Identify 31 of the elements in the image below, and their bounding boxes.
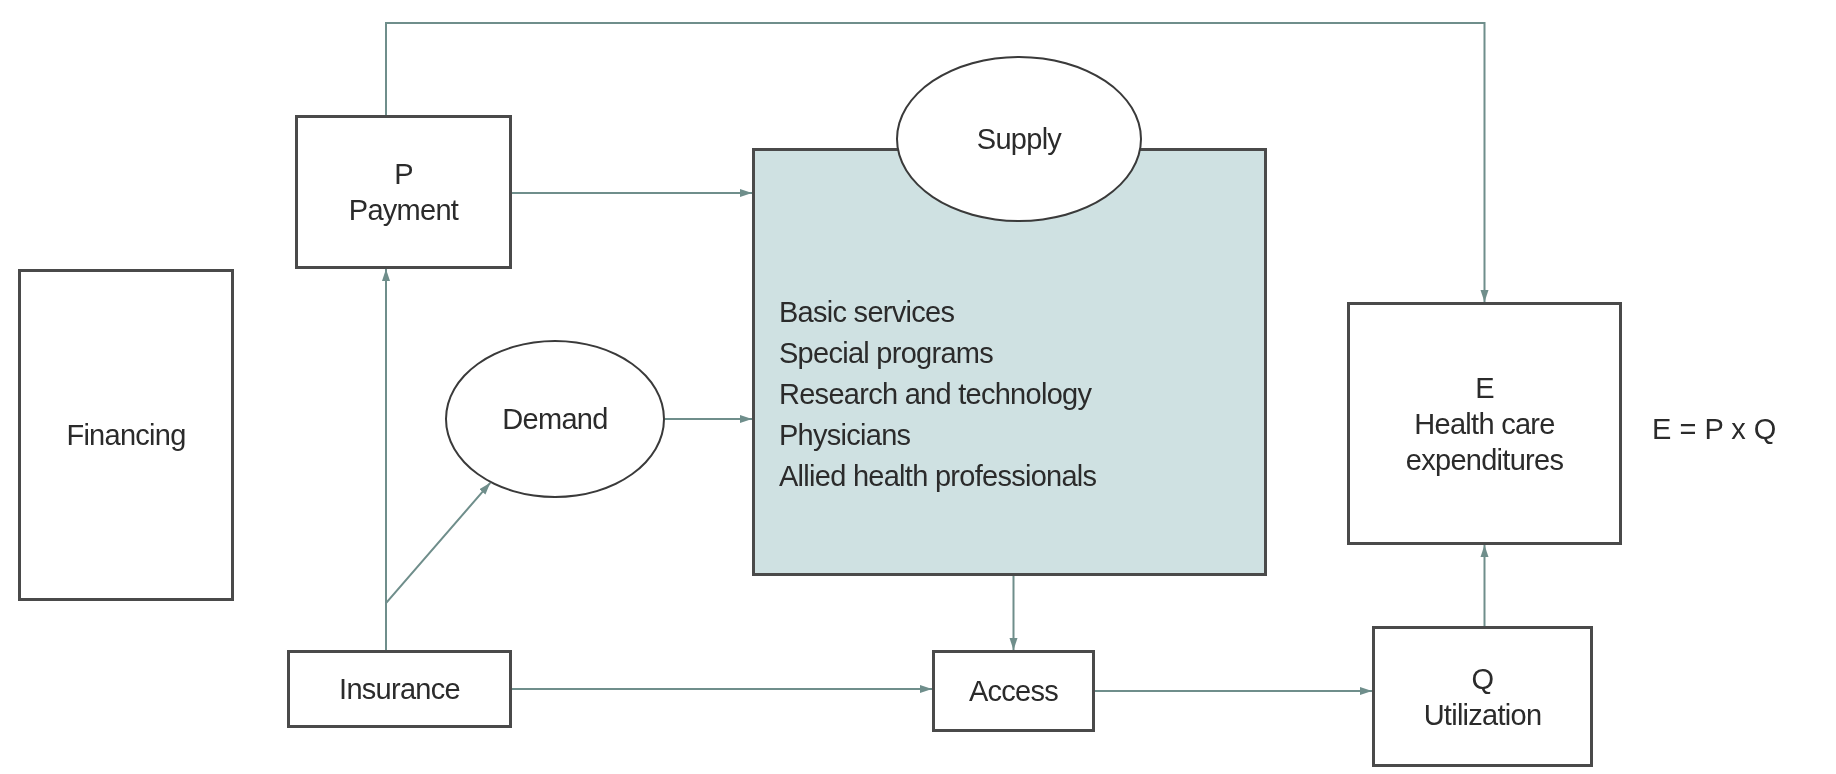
- formula-text: E = P x Q: [1652, 412, 1777, 447]
- node-text: Insurance: [339, 672, 460, 707]
- node-text: Allied health professionals: [779, 458, 1097, 494]
- node-text: Access: [968, 674, 1059, 709]
- node-text: Supply: [976, 122, 1062, 157]
- node-text: Special programs: [779, 335, 994, 371]
- node-text: Q: [1471, 661, 1494, 697]
- process-box: [18, 269, 234, 601]
- node-text: Financing: [66, 418, 186, 453]
- arrow: [1480, 544, 1489, 627]
- node-text: Basic services: [779, 294, 955, 330]
- arrow: [511, 189, 753, 197]
- arrow: [385, 22, 1489, 303]
- arrow: [385, 481, 492, 651]
- node-text: Health care expenditures: [1404, 406, 1565, 478]
- node-text: Demand: [502, 402, 608, 437]
- node-text: Utilization: [1423, 697, 1542, 733]
- arrow: [1009, 575, 1018, 651]
- process-box: [1372, 626, 1593, 767]
- arrow: [664, 415, 753, 423]
- arrow: [1094, 687, 1373, 695]
- node-text: Research and technology: [779, 376, 1092, 412]
- node-text: Payment: [348, 193, 459, 228]
- process-box: [932, 650, 1095, 732]
- process-box: [295, 115, 512, 269]
- process-box: [1347, 302, 1622, 545]
- node-text: P: [394, 157, 413, 192]
- arrow: [511, 685, 933, 693]
- process-box: [287, 650, 512, 728]
- node-text: Physicians: [779, 417, 911, 453]
- node-text: E: [1475, 370, 1494, 406]
